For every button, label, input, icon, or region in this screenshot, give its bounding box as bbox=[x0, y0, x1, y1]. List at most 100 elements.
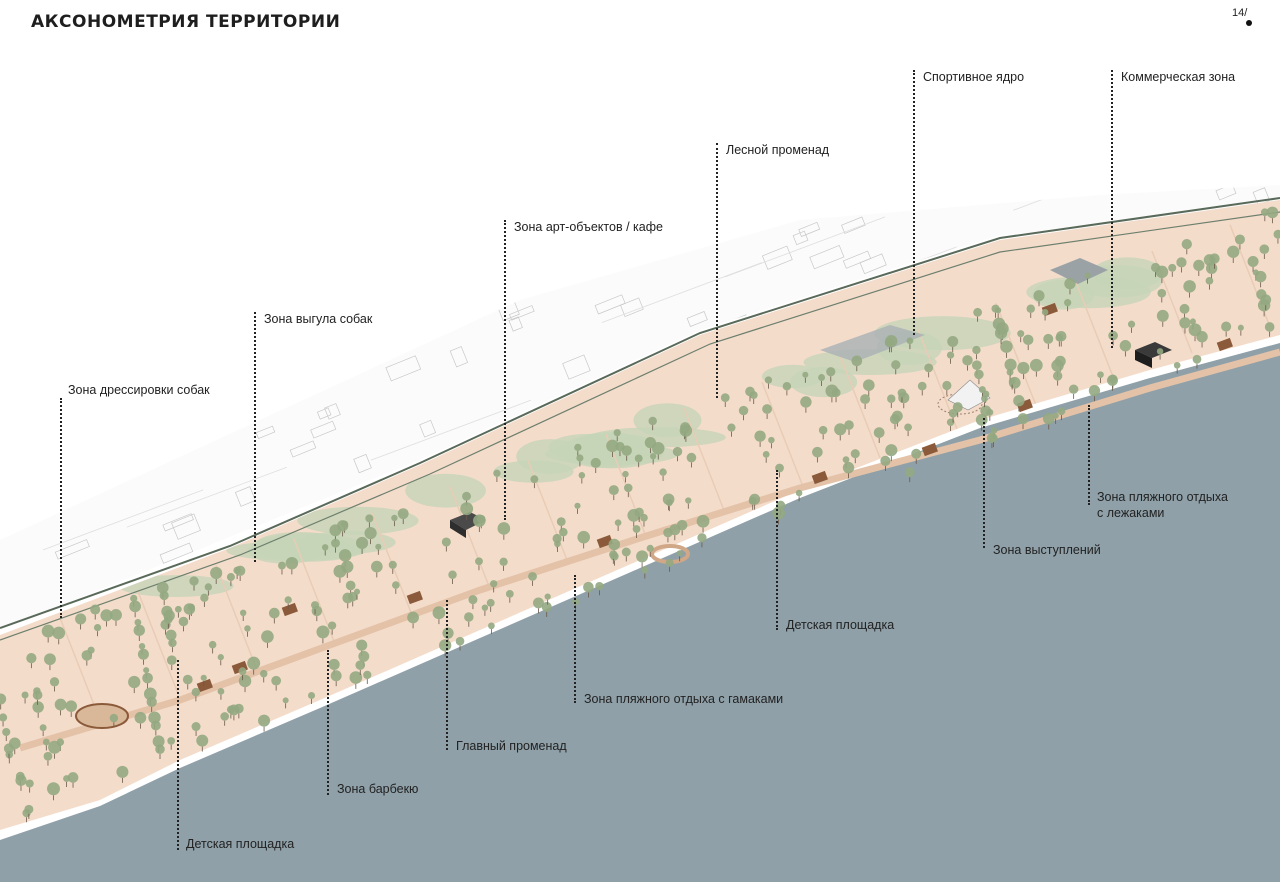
tree bbox=[1033, 290, 1045, 302]
tree bbox=[800, 396, 812, 408]
urban-building bbox=[460, 298, 480, 314]
tree bbox=[986, 408, 994, 416]
tree bbox=[1084, 272, 1091, 279]
tree bbox=[109, 713, 119, 723]
greenery-patch bbox=[118, 575, 234, 597]
tree bbox=[1017, 361, 1030, 375]
tree bbox=[1068, 384, 1079, 394]
tree bbox=[622, 470, 629, 478]
label-beach-loungers-2: с лежаками bbox=[1097, 506, 1165, 520]
tree bbox=[891, 360, 901, 370]
trees bbox=[0, 206, 1280, 823]
tree bbox=[448, 570, 457, 579]
urban-building bbox=[686, 311, 708, 327]
urban-street bbox=[126, 466, 287, 528]
tree bbox=[439, 639, 452, 652]
tree bbox=[1119, 340, 1132, 352]
tree bbox=[15, 774, 27, 786]
tree bbox=[897, 388, 907, 398]
park-path bbox=[1073, 276, 1115, 380]
label-dog-training: Зона дрессировки собак bbox=[68, 383, 210, 397]
tree bbox=[81, 650, 93, 661]
pavilion bbox=[811, 470, 828, 485]
tree bbox=[220, 712, 229, 721]
sports-rink bbox=[820, 325, 925, 362]
tree bbox=[284, 596, 292, 604]
tree bbox=[1108, 330, 1118, 341]
tree bbox=[375, 543, 382, 550]
tree bbox=[947, 335, 959, 347]
park-path bbox=[683, 407, 725, 511]
label-kids-playground-left: Детская площадка bbox=[186, 837, 295, 851]
tree bbox=[1221, 321, 1232, 332]
tree bbox=[244, 625, 251, 632]
tree bbox=[182, 674, 193, 685]
page-dot-icon bbox=[1246, 20, 1252, 26]
leader-kids-playground-left bbox=[177, 660, 179, 850]
tree bbox=[697, 533, 707, 543]
greenery-patches bbox=[118, 257, 1164, 597]
park-path bbox=[449, 486, 491, 590]
tree bbox=[328, 621, 337, 630]
tree bbox=[75, 613, 87, 625]
tree bbox=[54, 698, 67, 711]
tree bbox=[1192, 354, 1202, 364]
leader-main-promenade bbox=[446, 600, 448, 750]
tree bbox=[505, 589, 514, 598]
urban-building bbox=[24, 322, 51, 340]
urban-building bbox=[535, 233, 565, 257]
tree bbox=[67, 772, 79, 783]
tree bbox=[942, 380, 952, 391]
tree bbox=[391, 514, 398, 522]
tree bbox=[32, 701, 44, 713]
label-art-cafe: Зона арт-объектов / кафе bbox=[514, 220, 663, 234]
tree bbox=[488, 622, 495, 630]
label-forest-promenade: Лесной променад bbox=[726, 143, 830, 157]
tree bbox=[21, 691, 29, 699]
tree bbox=[200, 674, 207, 681]
tree bbox=[497, 522, 511, 535]
urban-building bbox=[620, 297, 644, 317]
tree bbox=[641, 566, 649, 574]
tree bbox=[499, 557, 508, 566]
tree bbox=[904, 423, 912, 432]
tree bbox=[2, 727, 11, 737]
tree bbox=[161, 605, 173, 618]
tree bbox=[460, 502, 474, 516]
tree bbox=[156, 581, 169, 594]
tree bbox=[1205, 262, 1218, 274]
tree bbox=[44, 653, 56, 666]
tree bbox=[238, 667, 247, 676]
tree bbox=[475, 557, 483, 566]
tree bbox=[862, 379, 875, 391]
tree bbox=[239, 609, 247, 617]
tree bbox=[228, 704, 240, 716]
tree bbox=[148, 711, 161, 724]
tree bbox=[49, 677, 60, 687]
tree bbox=[818, 425, 828, 435]
tree bbox=[271, 675, 282, 686]
tree bbox=[1264, 322, 1275, 332]
tree bbox=[331, 538, 340, 548]
tree bbox=[134, 711, 147, 724]
tree bbox=[93, 623, 102, 632]
tree bbox=[333, 564, 347, 578]
tree bbox=[745, 386, 755, 397]
tree bbox=[143, 667, 150, 674]
tree bbox=[1064, 299, 1072, 307]
tree bbox=[764, 376, 773, 384]
urban-building bbox=[170, 185, 204, 212]
label-performances: Зона выступлений bbox=[993, 543, 1101, 557]
tree bbox=[432, 606, 446, 620]
tree bbox=[648, 416, 657, 426]
tree bbox=[388, 560, 397, 569]
tree bbox=[167, 737, 175, 745]
tree bbox=[583, 581, 594, 593]
tree bbox=[1259, 244, 1270, 255]
urban-building bbox=[508, 316, 523, 332]
tree bbox=[754, 430, 766, 442]
label-beach-hammocks: Зона пляжного отдыха с гамаками bbox=[584, 692, 784, 706]
urban-building bbox=[842, 250, 872, 269]
tree bbox=[1017, 413, 1029, 425]
urban-building bbox=[16, 297, 34, 313]
